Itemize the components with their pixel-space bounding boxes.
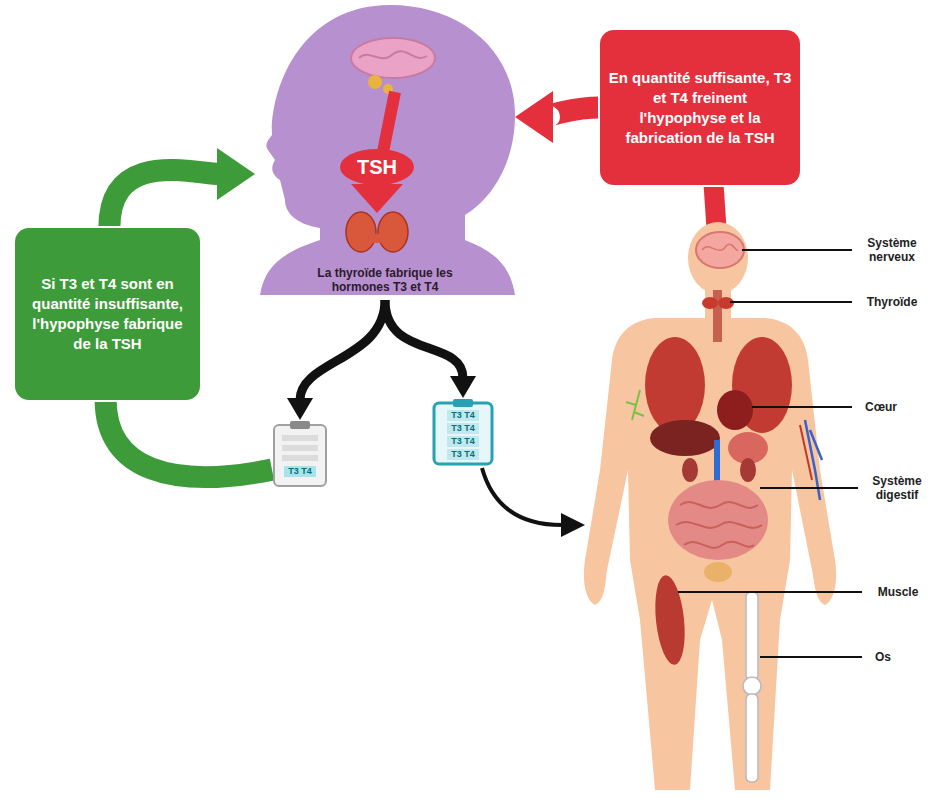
leader-lines <box>760 656 862 658</box>
leader-lines <box>742 249 852 251</box>
hormone-row: T3 T4 <box>284 466 316 477</box>
brain-icon <box>359 51 427 58</box>
stimulation-arrow <box>106 400 272 477</box>
leader-lines <box>678 591 862 593</box>
organ-label: Os <box>868 650 898 664</box>
organs <box>800 425 812 480</box>
inhibition-arrow <box>515 91 600 143</box>
organ-label: Système nerveux <box>856 236 928 264</box>
hormone-row: T3 T4 <box>447 410 479 421</box>
organs <box>651 574 688 666</box>
organs <box>668 480 768 560</box>
organs <box>704 562 732 582</box>
flow-to-body-arrow <box>561 513 585 537</box>
low-clipboard: T3 T4 <box>272 420 328 488</box>
flow-to-body-arrow <box>482 468 562 525</box>
caption-text: La thyroïde fabrique les hormones T3 et … <box>290 266 480 294</box>
hormone-row: T3 T4 <box>447 423 479 434</box>
organs <box>702 297 718 309</box>
organ-label: Système digestif <box>864 474 930 502</box>
pituitary-icon <box>368 75 382 89</box>
output-arrow <box>287 300 385 420</box>
leader-lines <box>752 406 852 408</box>
organs <box>696 232 744 268</box>
output-arrow <box>300 300 385 400</box>
organs <box>740 458 756 482</box>
organs <box>676 502 762 548</box>
feedback-box: En quantité suffisante, T3 et T4 freinen… <box>600 30 800 185</box>
clipboard-icon <box>272 420 328 488</box>
organs <box>746 592 758 680</box>
tsh-arrow <box>383 92 395 152</box>
tsh-arrow <box>351 184 403 213</box>
arrow-head <box>450 376 476 398</box>
empty-row <box>282 445 318 451</box>
inhibition-arrow <box>549 108 600 118</box>
head-outline <box>260 5 515 295</box>
hormone-label: TSH <box>357 156 397 178</box>
clipboard-icon <box>453 399 473 407</box>
organs <box>717 390 753 430</box>
thyroid-icon <box>346 212 376 252</box>
brain-icon <box>351 38 435 78</box>
hormone-row: T3 T4 <box>447 449 479 460</box>
stimulus-box: Si T3 et T4 sont en quantité insuffisant… <box>15 228 200 400</box>
thyroid-icon <box>378 212 408 252</box>
organ-label: Muscle <box>868 585 928 599</box>
arrow-head <box>217 148 255 200</box>
box-text: Si T3 et T4 sont en quantité insuffisant… <box>23 274 192 354</box>
hormone-row: T3 T4 <box>447 436 479 447</box>
flow-to-body-arrow <box>482 468 585 537</box>
organs <box>645 337 705 433</box>
organs <box>702 244 738 250</box>
organs <box>743 677 761 695</box>
empty-row <box>282 455 318 461</box>
hormone-ellipse <box>340 149 414 185</box>
leader-lines <box>730 301 852 303</box>
empty-row <box>282 435 318 441</box>
leader-lines <box>760 487 858 489</box>
organs <box>626 390 644 420</box>
clipboard-icon <box>290 421 310 429</box>
organ-label: Cœur <box>856 400 906 414</box>
box-text: En quantité suffisante, T3 et T4 freinen… <box>608 68 792 148</box>
hormone-ellipse: TSH <box>339 148 415 186</box>
result-clipboard: T3 T4 T3 T4 T3 T4 T3 T4 <box>432 398 494 466</box>
stimulation-arrow <box>109 148 255 228</box>
organs <box>713 290 722 342</box>
clipboard-icon <box>434 403 492 464</box>
human-body <box>584 222 836 790</box>
arrow-head <box>515 91 553 143</box>
organ-label: Thyroïde <box>856 295 928 309</box>
leader-lines <box>678 250 862 657</box>
organs <box>626 232 822 782</box>
stimulation-arrow <box>109 170 219 228</box>
human-body <box>584 318 836 790</box>
head-silhouette: La thyroïde fabrique les hormones T3 et … <box>255 0 515 300</box>
thyroid-icon <box>367 234 387 243</box>
organs <box>650 420 720 456</box>
organs <box>682 458 698 482</box>
stimulation-arrow <box>106 400 272 477</box>
clipboard-icon <box>274 425 326 486</box>
arrow-head <box>287 398 313 420</box>
organs <box>746 694 758 782</box>
output-arrow <box>385 300 476 398</box>
human-body <box>688 222 748 294</box>
output-arrow <box>385 300 463 378</box>
